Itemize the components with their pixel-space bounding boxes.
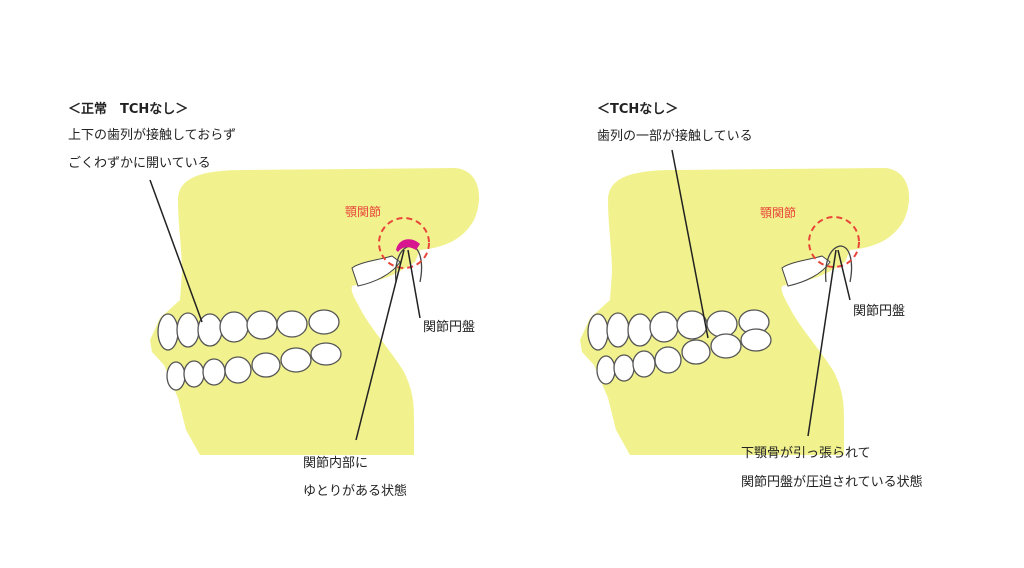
right-lower-tooth — [613, 354, 635, 382]
right-jaw-shape — [580, 168, 910, 455]
right-desc-line-1: 歯列の一部が接触している — [597, 129, 753, 144]
left-lower-tooth — [166, 361, 186, 391]
right-pointer-line — [671, 149, 709, 339]
right-upper-tooth — [676, 310, 708, 340]
left-upper-tooth — [176, 312, 200, 348]
left-mandible-notch — [351, 255, 401, 287]
left-joint-circle — [378, 217, 430, 269]
right-lower-tooth — [710, 333, 742, 359]
left-bottom-line-2: ゆとりがある状態 — [303, 484, 408, 499]
left-upper-tooth — [308, 309, 340, 335]
left-disc-label: 関節円盤 — [423, 320, 476, 335]
right-lower-tooth — [596, 355, 616, 385]
left-lower-tooth — [310, 342, 342, 366]
right-upper-tooth — [649, 311, 679, 343]
right-pointer-line — [837, 249, 851, 301]
left-pointer-line — [407, 249, 421, 319]
right-upper-tooth — [627, 313, 653, 347]
right-joint-circle — [808, 216, 860, 268]
left-pointer-line — [149, 179, 203, 323]
left-pointer-line — [355, 249, 405, 441]
right-upper-tooth — [606, 312, 630, 348]
right-lower-tooth — [654, 346, 682, 374]
right-pointer-line — [807, 249, 837, 437]
right-lower-tooth — [681, 339, 711, 365]
right-mandible-notch — [781, 255, 831, 287]
right-lower-tooth — [740, 328, 772, 352]
left-upper-tooth — [246, 310, 278, 340]
right-joint-label: 顎関節 — [760, 206, 797, 220]
left-lower-tooth — [202, 358, 226, 386]
left-bottom-line-1: 関節内部に — [303, 456, 369, 471]
left-lower-tooth — [224, 356, 252, 384]
left-upper-tooth — [219, 311, 249, 343]
left-upper-tooth — [276, 310, 308, 338]
right-disc-label: 関節円盤 — [853, 304, 906, 319]
right-condyle — [824, 245, 853, 283]
right-bottom-line-2: 関節円盤が圧迫されている状態 — [741, 475, 923, 490]
right-bottom-line-1: 下顎骨が引っ張られて — [741, 446, 871, 461]
right-upper-tooth — [587, 313, 609, 351]
left-joint-label: 顎関節 — [345, 205, 382, 219]
left-jaw-shape — [150, 168, 480, 455]
left-articular-disc — [396, 239, 420, 252]
left-desc-line-2: ごくわずかに開いている — [68, 156, 211, 171]
left-desc-line-1: 上下の歯列が接触しておらず — [68, 128, 236, 143]
left-lower-tooth — [183, 360, 205, 388]
right-title: ＜TCHなし＞ — [597, 102, 679, 117]
left-upper-tooth — [157, 313, 179, 351]
right-upper-tooth — [706, 310, 738, 338]
right-lower-tooth — [632, 350, 656, 378]
left-lower-tooth — [251, 352, 281, 378]
left-title: ＜正常 TCHなし＞ — [68, 102, 189, 117]
left-lower-tooth — [280, 347, 312, 373]
